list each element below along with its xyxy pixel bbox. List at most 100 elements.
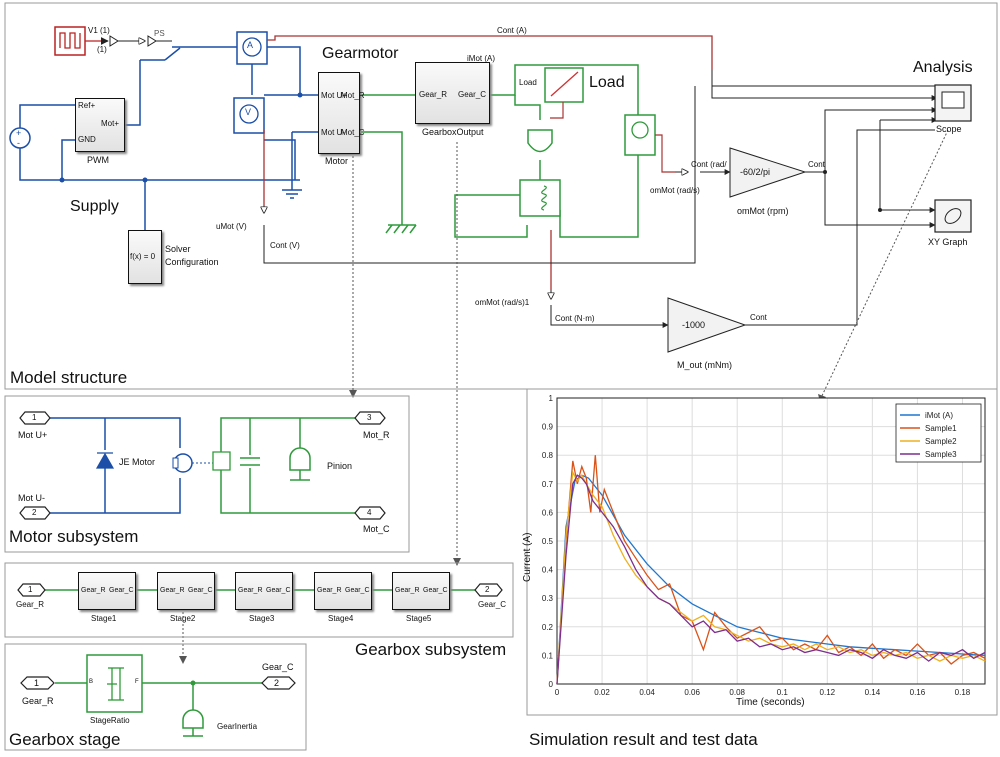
- stage2-block[interactable]: Gear_R Gear_C: [157, 572, 215, 610]
- gain-mnm-name: M_out (mNm): [677, 360, 733, 370]
- stage3-label: Stage3: [249, 614, 275, 623]
- pwm-ref-port: Ref+: [78, 101, 96, 110]
- signal-cont-2: Cont: [750, 313, 767, 322]
- pwm-mot-port: Mot+: [101, 119, 120, 128]
- torque-source-icon[interactable]: [527, 129, 553, 153]
- legend-label: Sample3: [925, 450, 957, 459]
- legend-label: Sample1: [925, 424, 957, 433]
- pinion-label: Pinion: [327, 461, 353, 471]
- stage1-r-port: Gear_R: [81, 587, 106, 594]
- gain-rpm-block[interactable]: [729, 147, 807, 198]
- gain-mnm-block[interactable]: [667, 297, 747, 353]
- ground-icon: [282, 189, 302, 199]
- motor-sub-mech-wires: [220, 417, 360, 514]
- ps-label: PS: [154, 29, 165, 38]
- solver-block[interactable]: f(x) = 0: [128, 230, 162, 284]
- spring-damper-block[interactable]: [519, 179, 561, 217]
- motor-r-port: Mot_R: [341, 91, 365, 100]
- gear-stage-ports: [20, 676, 296, 690]
- solver-label-1: Solver: [165, 244, 191, 254]
- je-motor-label: JE Motor: [119, 457, 156, 467]
- x-tick-label: 0.08: [729, 688, 745, 697]
- stage3-r-port: Gear_R: [238, 587, 263, 594]
- stage-ratio-b-port: B: [89, 679, 94, 685]
- stage5-r-port: Gear_R: [395, 587, 420, 594]
- stage4-block[interactable]: Gear_R Gear_C: [314, 572, 372, 610]
- motor-u-plus-port: Mot U+: [321, 91, 348, 100]
- series-line-sample2: [556, 470, 986, 685]
- gearbox-output-r-port: Gear_R: [419, 90, 448, 99]
- switch-icon[interactable]: [140, 46, 237, 61]
- motor-c-port: Mot_C: [341, 128, 365, 137]
- y-tick-label: 0.7: [542, 480, 554, 489]
- motor-block[interactable]: Mot U+ Mot U- Mot_R Mot_C: [318, 72, 365, 154]
- motor-sub-ports: [19, 411, 386, 520]
- rotational-converter-icon: [212, 451, 231, 471]
- x-tick-label: 0.18: [955, 688, 971, 697]
- stage5-block[interactable]: Gear_R Gear_C: [392, 572, 450, 610]
- legend-box: [895, 403, 982, 463]
- stage-ratio-label: StageRatio: [90, 716, 130, 725]
- gearbox-sub-ports: [17, 583, 503, 597]
- stage1-block[interactable]: Gear_R Gear_C: [78, 572, 136, 610]
- model-structure-title: Model structure: [10, 368, 128, 387]
- gear-stage-gear-c: Gear_C: [262, 662, 294, 672]
- electrical-wires: [19, 46, 318, 230]
- chart-xlabel: Time (seconds): [736, 697, 805, 708]
- y-tick-label: 0.9: [542, 423, 554, 432]
- y-tick-label: 0.4: [542, 566, 554, 575]
- ammeter-icon: [242, 37, 262, 57]
- gearmotor-label: Gearmotor: [322, 45, 399, 62]
- pwm-title: PWM: [87, 155, 109, 165]
- diode-icon: [95, 452, 115, 469]
- gear-stage-port-in: 1: [34, 678, 40, 688]
- gear-inertia-label: GearInertia: [217, 722, 258, 731]
- signal-cont-rad: Cont (rad/: [691, 160, 727, 169]
- stage4-r-port: Gear_R: [317, 587, 342, 594]
- gain-rpm-value: -60/2/pi: [740, 167, 771, 177]
- stage5-label: Stage5: [406, 614, 432, 623]
- simulation-result-title: Simulation result and test data: [529, 730, 758, 749]
- y-tick-label: 0.3: [542, 594, 554, 603]
- xy-graph-label: XY Graph: [928, 237, 968, 247]
- y-tick-label: 0.6: [542, 508, 554, 517]
- stage1-label: Stage1: [91, 614, 117, 623]
- supply-label: Supply: [70, 198, 119, 215]
- x-tick-label: 0.04: [639, 688, 655, 697]
- y-tick-label: 0.5: [542, 537, 554, 546]
- xy-graph-icon: [944, 208, 962, 224]
- stage3-block[interactable]: Gear_R Gear_C: [235, 572, 293, 610]
- motor-sub-port-3: 3: [367, 413, 372, 422]
- dc-source-icon[interactable]: + -: [9, 127, 31, 149]
- motor-sub-port-4: 4: [367, 508, 372, 517]
- motor-sub-wires: [50, 417, 181, 514]
- x-tick-label: 0: [555, 688, 560, 697]
- svg-text:+: +: [16, 128, 21, 138]
- signal-cont-1: Cont: [808, 160, 825, 169]
- stage2-label: Stage2: [170, 614, 196, 623]
- xy-graph-block[interactable]: [934, 199, 972, 233]
- stage4-c-port: Gear_C: [345, 587, 370, 594]
- stage2-c-port: Gear_C: [188, 587, 213, 594]
- motor-subsystem-title: Motor subsystem: [9, 527, 139, 546]
- gearbox-sub-port-in: 1: [28, 585, 33, 594]
- signal-imot-a: iMot (A): [467, 54, 495, 63]
- gearbox-output-block[interactable]: Gear_R Gear_C: [415, 62, 490, 124]
- stage-ratio-f-port: F: [135, 679, 139, 685]
- gearbox-output-c-port: Gear_C: [458, 90, 487, 99]
- motor-u-minus-port: Mot U-: [321, 128, 345, 137]
- gearbox-subsystem-frame: [4, 562, 514, 638]
- gain-rpm-name: omMot (rpm): [737, 206, 789, 216]
- signal-ommot-rads: omMot (rad/s): [650, 186, 700, 195]
- motor-sub-c: Mot_C: [363, 524, 390, 534]
- gearbox-stage-title: Gearbox stage: [9, 730, 121, 749]
- chart-frame: [526, 388, 998, 716]
- motor-title: Motor: [325, 156, 349, 166]
- motor-sub-u-minus: Mot U-: [18, 493, 45, 503]
- series-line-sample3: [556, 474, 986, 685]
- dc-motor-icon[interactable]: [172, 453, 193, 473]
- signal-ommot-rads1: omMot (rad/s)1: [475, 298, 530, 307]
- pwm-block[interactable]: Ref+ GND Mot+: [75, 98, 125, 152]
- spring-icon: [541, 185, 547, 211]
